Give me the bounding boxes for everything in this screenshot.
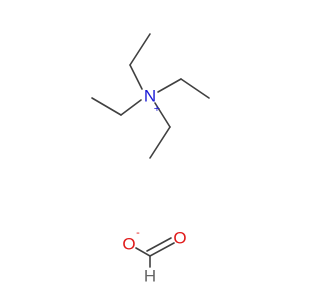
- bond-n-ethyl4-ch2: [154, 102, 171, 128]
- bond-ethyl4-ch2-ch3: [149, 126, 171, 159]
- bond-c-o-double-a: [149, 242, 175, 257]
- bond-ethyl2-ch2-ch3: [180, 78, 210, 99]
- bond-n-ethyl1-ch2: [129, 64, 143, 90]
- bond-n-ethyl3-ch2: [120, 99, 142, 116]
- oxygen-charge-label: -: [136, 227, 140, 239]
- oxygen-single-atom-label: O: [122, 235, 135, 254]
- nitrogen-charge-label: +: [154, 103, 160, 115]
- bond-n-ethyl2-ch2: [157, 78, 182, 93]
- anion-bonds: [135, 237, 175, 268]
- bond-ethyl3-ch2-ch3: [91, 97, 122, 116]
- bond-c-o-double-b: [146, 237, 172, 252]
- bond-c-o-single: [135, 247, 151, 257]
- oxygen-double-atom-label: O: [173, 229, 186, 248]
- bond-ethyl1-ch2-ch3: [129, 33, 151, 66]
- hydrogen-atom-label: H: [144, 267, 156, 286]
- cation-bonds: [91, 33, 210, 159]
- nitrogen-atom-label: N: [144, 87, 156, 106]
- structure-canvas: N + O - O H: [91, 33, 210, 286]
